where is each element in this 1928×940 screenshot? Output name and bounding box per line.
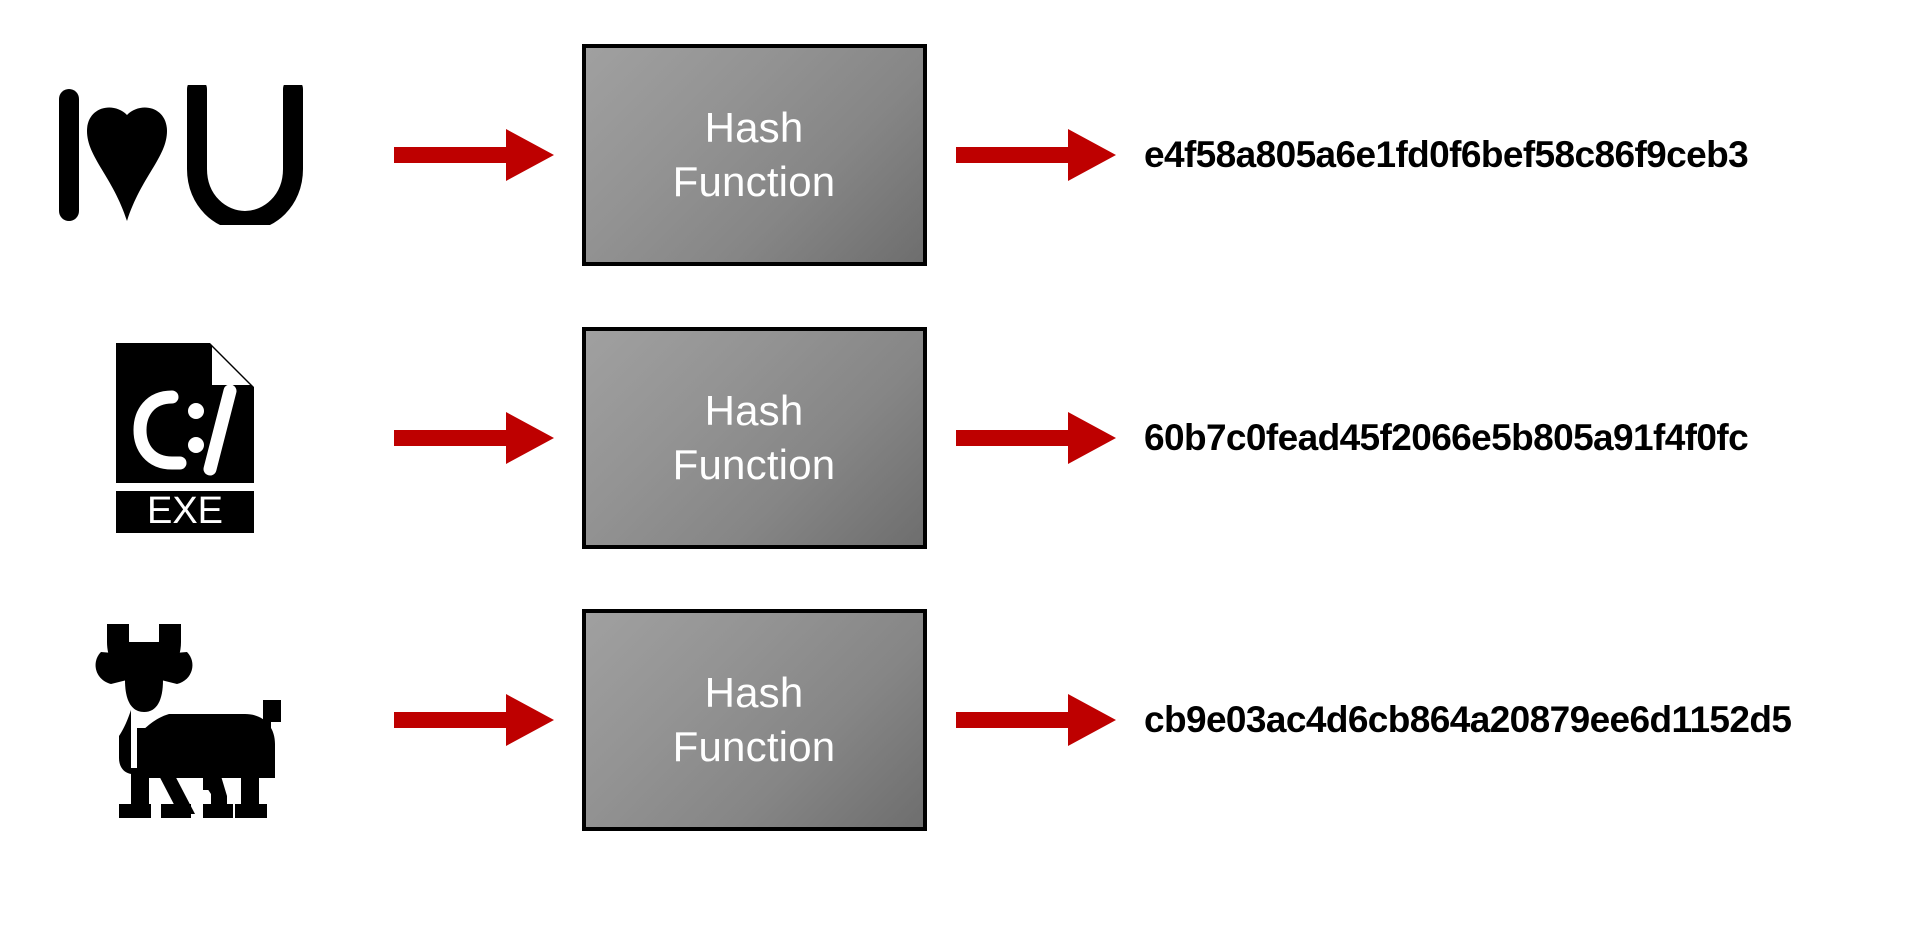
- digest-cell: e4f58a805a6e1fd0f6bef58c86f9ceb3: [1142, 15, 1928, 295]
- input-icon-cell: EXE: [0, 298, 370, 578]
- exe-label: EXE: [147, 490, 223, 532]
- input-icon-cell: [0, 15, 370, 295]
- hash-function-label-line2: Function: [672, 441, 836, 488]
- output-arrow-cell: [930, 15, 1142, 295]
- i-love-you-icon: [59, 85, 303, 225]
- arrow-right-icon: [394, 694, 554, 746]
- hash-function-box-cell: Hash Function: [578, 298, 930, 578]
- input-arrow-cell: [370, 580, 578, 860]
- digest-cell: 60b7c0fead45f2066e5b805a91f4f0fc: [1142, 298, 1928, 578]
- hash-row: Hash Function e4f58a805a6e1fd0f6bef58c86…: [0, 15, 1928, 295]
- hash-function-box[interactable]: Hash Function: [581, 44, 927, 266]
- arrow-right-icon: [394, 129, 554, 181]
- hash-function-label-line1: Hash: [704, 387, 804, 435]
- hash-digest-value: cb9e03ac4d6cb864a20879ee6d1152d5: [1144, 699, 1792, 740]
- arrow-right-icon: [394, 412, 554, 464]
- input-icon-cell: [0, 580, 370, 860]
- output-arrow-cell: [930, 580, 1142, 860]
- arrow-right-icon: [956, 129, 1116, 181]
- hash-digest-value: 60b7c0fead45f2066e5b805a91f4f0fc: [1144, 417, 1749, 458]
- hash-digest-value: e4f58a805a6e1fd0f6bef58c86f9ceb3: [1144, 134, 1749, 175]
- arrow-right-icon: [956, 694, 1116, 746]
- hash-function-label-line1: Hash: [704, 104, 804, 152]
- hash-function-label-line1: Hash: [704, 669, 804, 717]
- hash-row: Hash Function cb9e03ac4d6cb864a20879ee6d…: [0, 580, 1928, 860]
- input-arrow-cell: [370, 298, 578, 578]
- arrow-right-icon: [956, 412, 1116, 464]
- hash-function-label-line2: Function: [672, 158, 836, 205]
- hash-row: EXE Hash Function 60b7c0fead45f2066e5b80…: [0, 298, 1928, 578]
- output-arrow-cell: [930, 298, 1142, 578]
- hash-function-box[interactable]: Hash Function: [581, 327, 927, 549]
- digest-cell: cb9e03ac4d6cb864a20879ee6d1152d5: [1142, 580, 1928, 860]
- input-arrow-cell: [370, 15, 578, 295]
- hash-function-label-line2: Function: [672, 723, 836, 770]
- exe-file-icon: EXE: [116, 343, 254, 533]
- hash-function-box-cell: Hash Function: [578, 580, 930, 860]
- goat-icon: [95, 623, 281, 818]
- hash-function-box-cell: Hash Function: [578, 15, 930, 295]
- hash-function-box[interactable]: Hash Function: [581, 609, 927, 831]
